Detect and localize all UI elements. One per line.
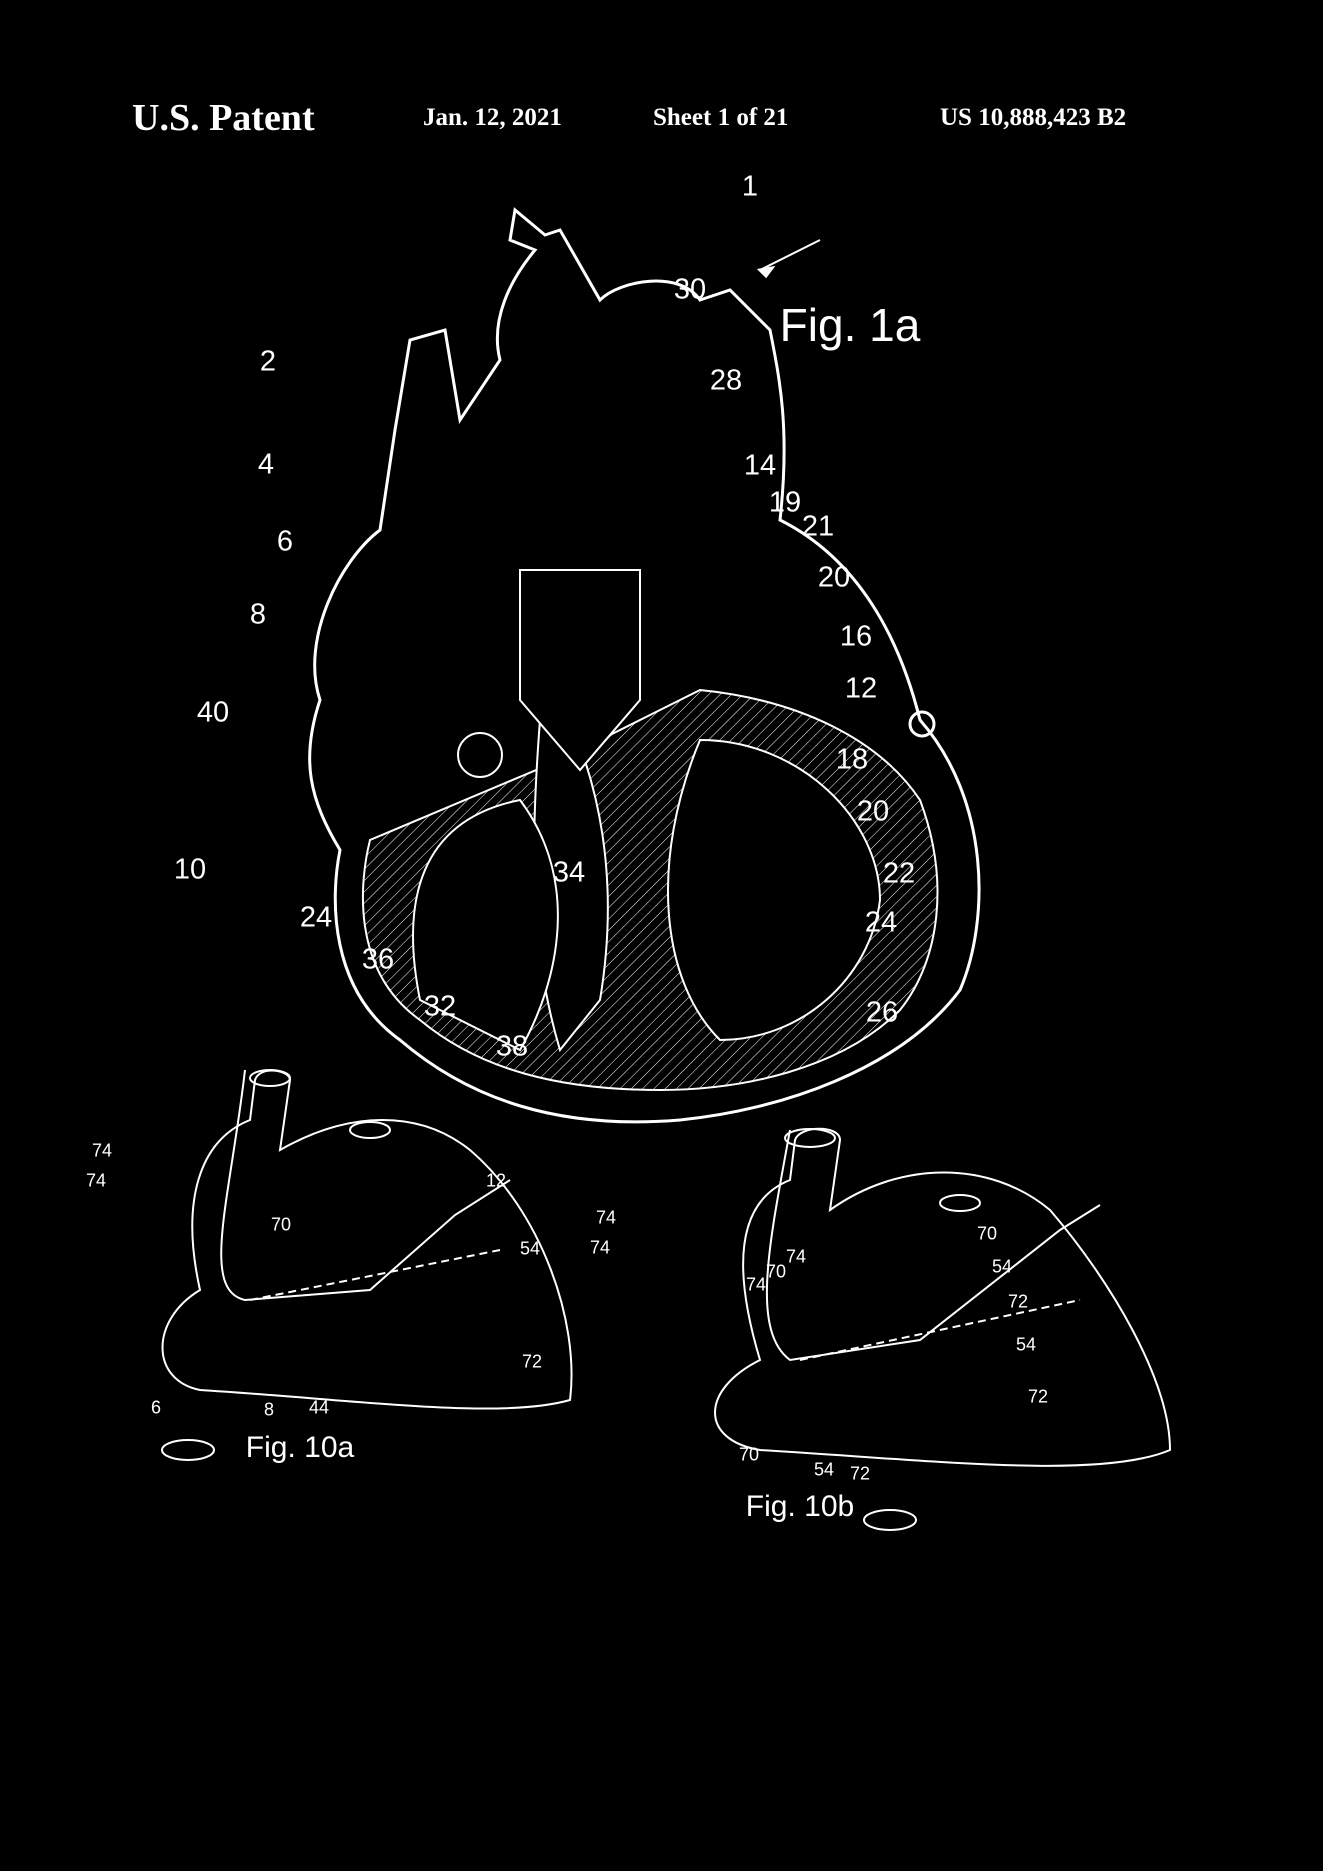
ref-label: 4 xyxy=(257,448,275,481)
ref-label: 8 xyxy=(249,598,267,631)
aorta-root xyxy=(519,569,641,772)
ref-label: 70 xyxy=(738,1444,760,1465)
ref-label: 12 xyxy=(844,672,878,705)
ref-label: 74 xyxy=(91,1140,113,1161)
right-ventricle xyxy=(412,798,559,1052)
patent-title: U.S. Patent xyxy=(132,97,315,139)
figure-10b-caption: Fig. 10b xyxy=(745,1490,855,1523)
node-12 xyxy=(908,710,936,738)
figure-10a-caption: Fig. 10a xyxy=(245,1431,355,1464)
left-ventricle xyxy=(667,738,882,1042)
patent-number: US 10,888,423 B2 xyxy=(940,104,1127,131)
ref-label: 16 xyxy=(839,620,873,653)
ref-label: 36 xyxy=(361,943,395,976)
ref-label: 28 xyxy=(709,364,743,397)
ref-label: 34 xyxy=(552,856,586,889)
ref-label: 72 xyxy=(1007,1291,1029,1312)
ref-label: 26 xyxy=(865,996,899,1029)
valve xyxy=(457,732,503,778)
ref-label: 74 xyxy=(589,1237,611,1258)
ref-label: 21 xyxy=(801,510,835,543)
ref-label: 1 xyxy=(741,170,759,203)
ref-label: 54 xyxy=(1015,1334,1037,1355)
ref-label: 72 xyxy=(1027,1386,1049,1407)
figure-1a-caption: Fig. 1a xyxy=(779,299,921,351)
ref-label: 24 xyxy=(864,906,898,939)
ref-label: 38 xyxy=(495,1030,529,1063)
ref-label: 54 xyxy=(991,1256,1013,1277)
ref-label: 40 xyxy=(196,696,230,729)
ref-label: 20 xyxy=(856,795,890,828)
fig-10b-heart-drawing xyxy=(714,1127,1172,1531)
ref-label: 2 xyxy=(259,345,277,378)
ref-label: 70 xyxy=(270,1214,292,1235)
ref-label: 24 xyxy=(299,901,333,934)
ref-label: 54 xyxy=(813,1459,835,1480)
ref-label: 6 xyxy=(150,1397,162,1418)
ref-label: 54 xyxy=(519,1238,541,1259)
heart-outline-1a xyxy=(308,207,981,1124)
fig-1a-heart-drawing xyxy=(308,207,981,1124)
ref-label: 74 xyxy=(595,1207,617,1228)
ref-label: 72 xyxy=(521,1351,543,1372)
ref-label: 10 xyxy=(173,853,207,886)
ref-label: 19 xyxy=(768,486,802,519)
ref-label: 70 xyxy=(765,1261,787,1282)
ref-label: 74 xyxy=(85,1170,107,1191)
ref-label: 30 xyxy=(673,273,707,306)
ref-label: 44 xyxy=(308,1397,330,1418)
ref-label: 6 xyxy=(276,525,294,558)
patent-date: Jan. 12, 2021 xyxy=(423,104,562,131)
ref-label: 18 xyxy=(835,743,869,776)
sheet-number: Sheet 1 of 21 xyxy=(653,104,789,131)
ref-label: 74 xyxy=(785,1246,807,1267)
ref-label: 14 xyxy=(743,449,777,482)
ref-label: 74 xyxy=(745,1274,767,1295)
fig-10a-heart-drawing xyxy=(161,1069,573,1461)
ref-label: 22 xyxy=(882,857,916,890)
ref-label: 32 xyxy=(423,990,457,1023)
ref-label: 8 xyxy=(263,1399,275,1420)
ref-label: 12 xyxy=(485,1170,507,1191)
ref-label: 72 xyxy=(849,1463,871,1484)
ref-label: 20 xyxy=(817,561,851,594)
ref-label: 70 xyxy=(976,1223,998,1244)
